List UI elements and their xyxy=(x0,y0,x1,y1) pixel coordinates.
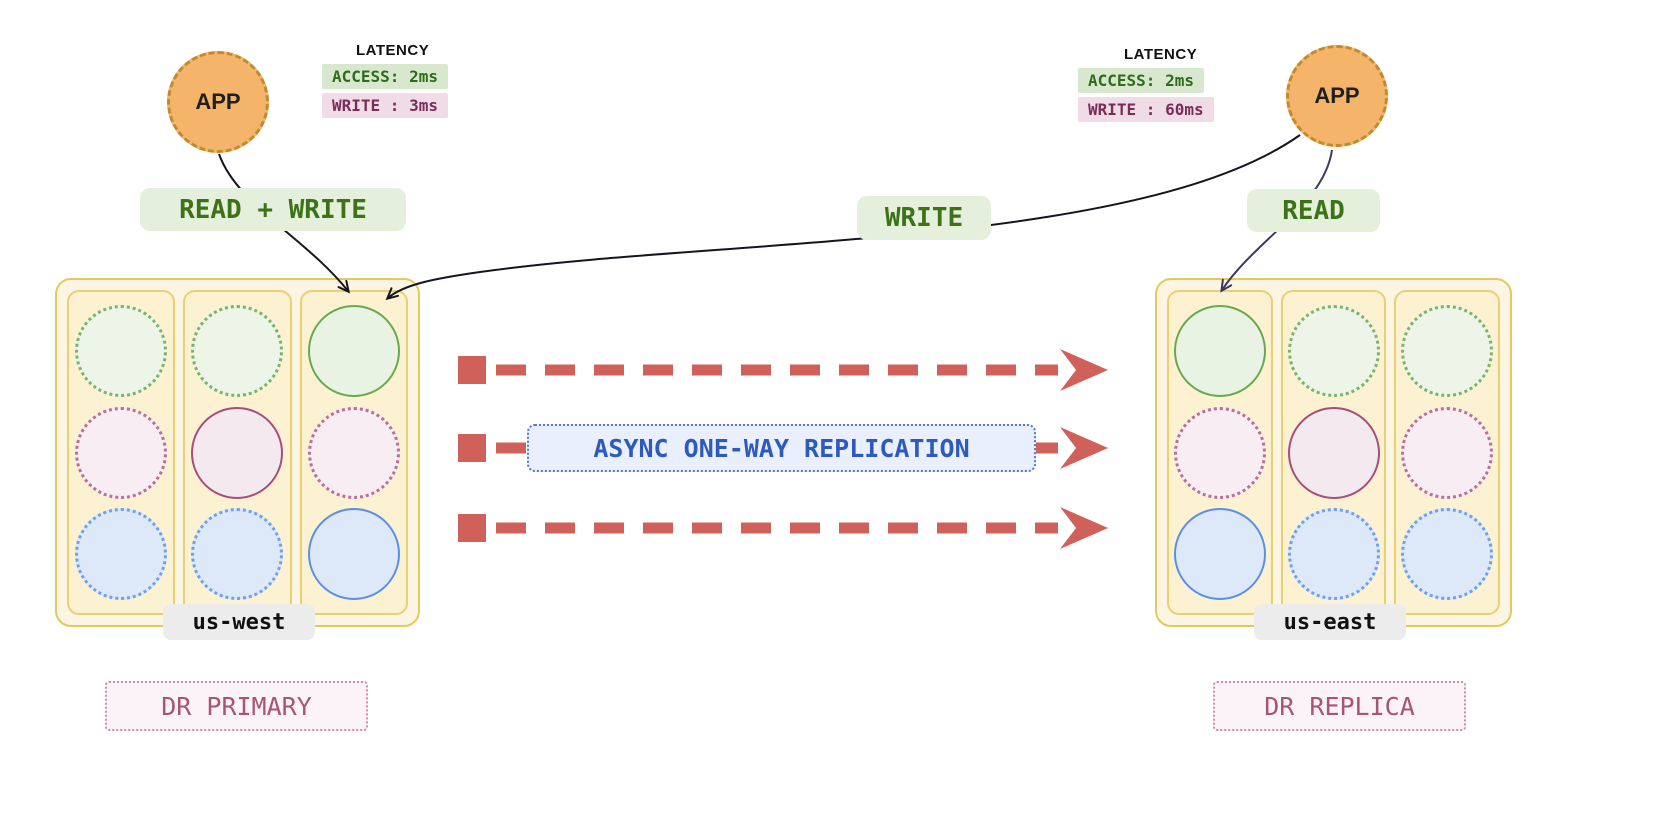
latency-access-value: ACCESS: 2ms xyxy=(322,64,448,89)
app-label: APP xyxy=(195,89,241,114)
db-node-green-dotted xyxy=(1401,305,1494,398)
write-badge: WRITE xyxy=(857,196,991,240)
replication-arrow-bottom xyxy=(458,507,1108,549)
node-column xyxy=(1167,290,1273,615)
role-label-dr-primary: DR PRIMARY xyxy=(105,681,368,731)
cluster-us-west xyxy=(55,278,420,627)
db-node-pink-dotted xyxy=(75,406,168,499)
db-node-purple-solid xyxy=(191,406,284,499)
latency-write-value: WRITE : 3ms xyxy=(322,93,448,118)
db-node-green-dotted xyxy=(75,305,168,398)
db-node-green-dotted xyxy=(1287,305,1380,398)
node-column xyxy=(67,290,176,615)
latency-title: LATENCY xyxy=(1124,46,1198,63)
db-node-blue-dotted xyxy=(75,507,168,600)
db-node-blue-dotted xyxy=(1401,507,1494,600)
db-node-blue-solid xyxy=(307,507,400,600)
db-node-blue-solid xyxy=(1173,507,1266,600)
east-app-write-connector xyxy=(385,134,1301,301)
app-node-west: APP xyxy=(167,51,269,153)
latency-panel-east: LATENCY ACCESS: 2ms WRITE : 60ms xyxy=(1078,46,1214,126)
region-label-us-east: us-east xyxy=(1254,604,1406,640)
db-node-blue-dotted xyxy=(191,507,284,600)
db-node-green-solid xyxy=(307,305,400,398)
region-label-us-west: us-west xyxy=(163,604,315,640)
app-label: APP xyxy=(1314,83,1360,108)
node-column xyxy=(299,290,408,615)
db-node-blue-dotted xyxy=(1287,507,1380,600)
latency-panel-west: LATENCY ACCESS: 2ms WRITE : 3ms xyxy=(322,42,448,122)
replication-arrow-tail-block xyxy=(458,356,486,384)
latency-write-value: WRITE : 60ms xyxy=(1078,97,1214,122)
read-badge: READ xyxy=(1247,189,1380,232)
role-label-dr-replica: DR REPLICA xyxy=(1213,681,1466,731)
replication-arrow-top xyxy=(458,349,1108,391)
db-node-pink-dotted xyxy=(1401,406,1494,499)
db-node-pink-dotted xyxy=(1173,406,1266,499)
db-node-purple-solid xyxy=(1287,406,1380,499)
read-write-badge: READ + WRITE xyxy=(140,188,406,231)
node-column xyxy=(183,290,292,615)
db-node-green-dotted xyxy=(191,305,284,398)
replication-arrowhead xyxy=(1060,507,1108,549)
replication-arrowhead xyxy=(1060,427,1108,469)
replication-arrow-tail-block xyxy=(458,434,486,462)
node-column xyxy=(1280,290,1387,615)
cluster-us-east xyxy=(1155,278,1512,627)
app-node-east: APP xyxy=(1286,45,1388,147)
node-column xyxy=(1394,290,1501,615)
latency-title: LATENCY xyxy=(356,42,430,59)
db-node-green-solid xyxy=(1173,305,1266,398)
db-node-pink-dotted xyxy=(307,406,400,499)
replication-arrow-tail-block xyxy=(458,514,486,542)
replication-arrowhead xyxy=(1060,349,1108,391)
replication-label: ASYNC ONE-WAY REPLICATION xyxy=(527,424,1036,472)
latency-access-value: ACCESS: 2ms xyxy=(1078,68,1204,93)
